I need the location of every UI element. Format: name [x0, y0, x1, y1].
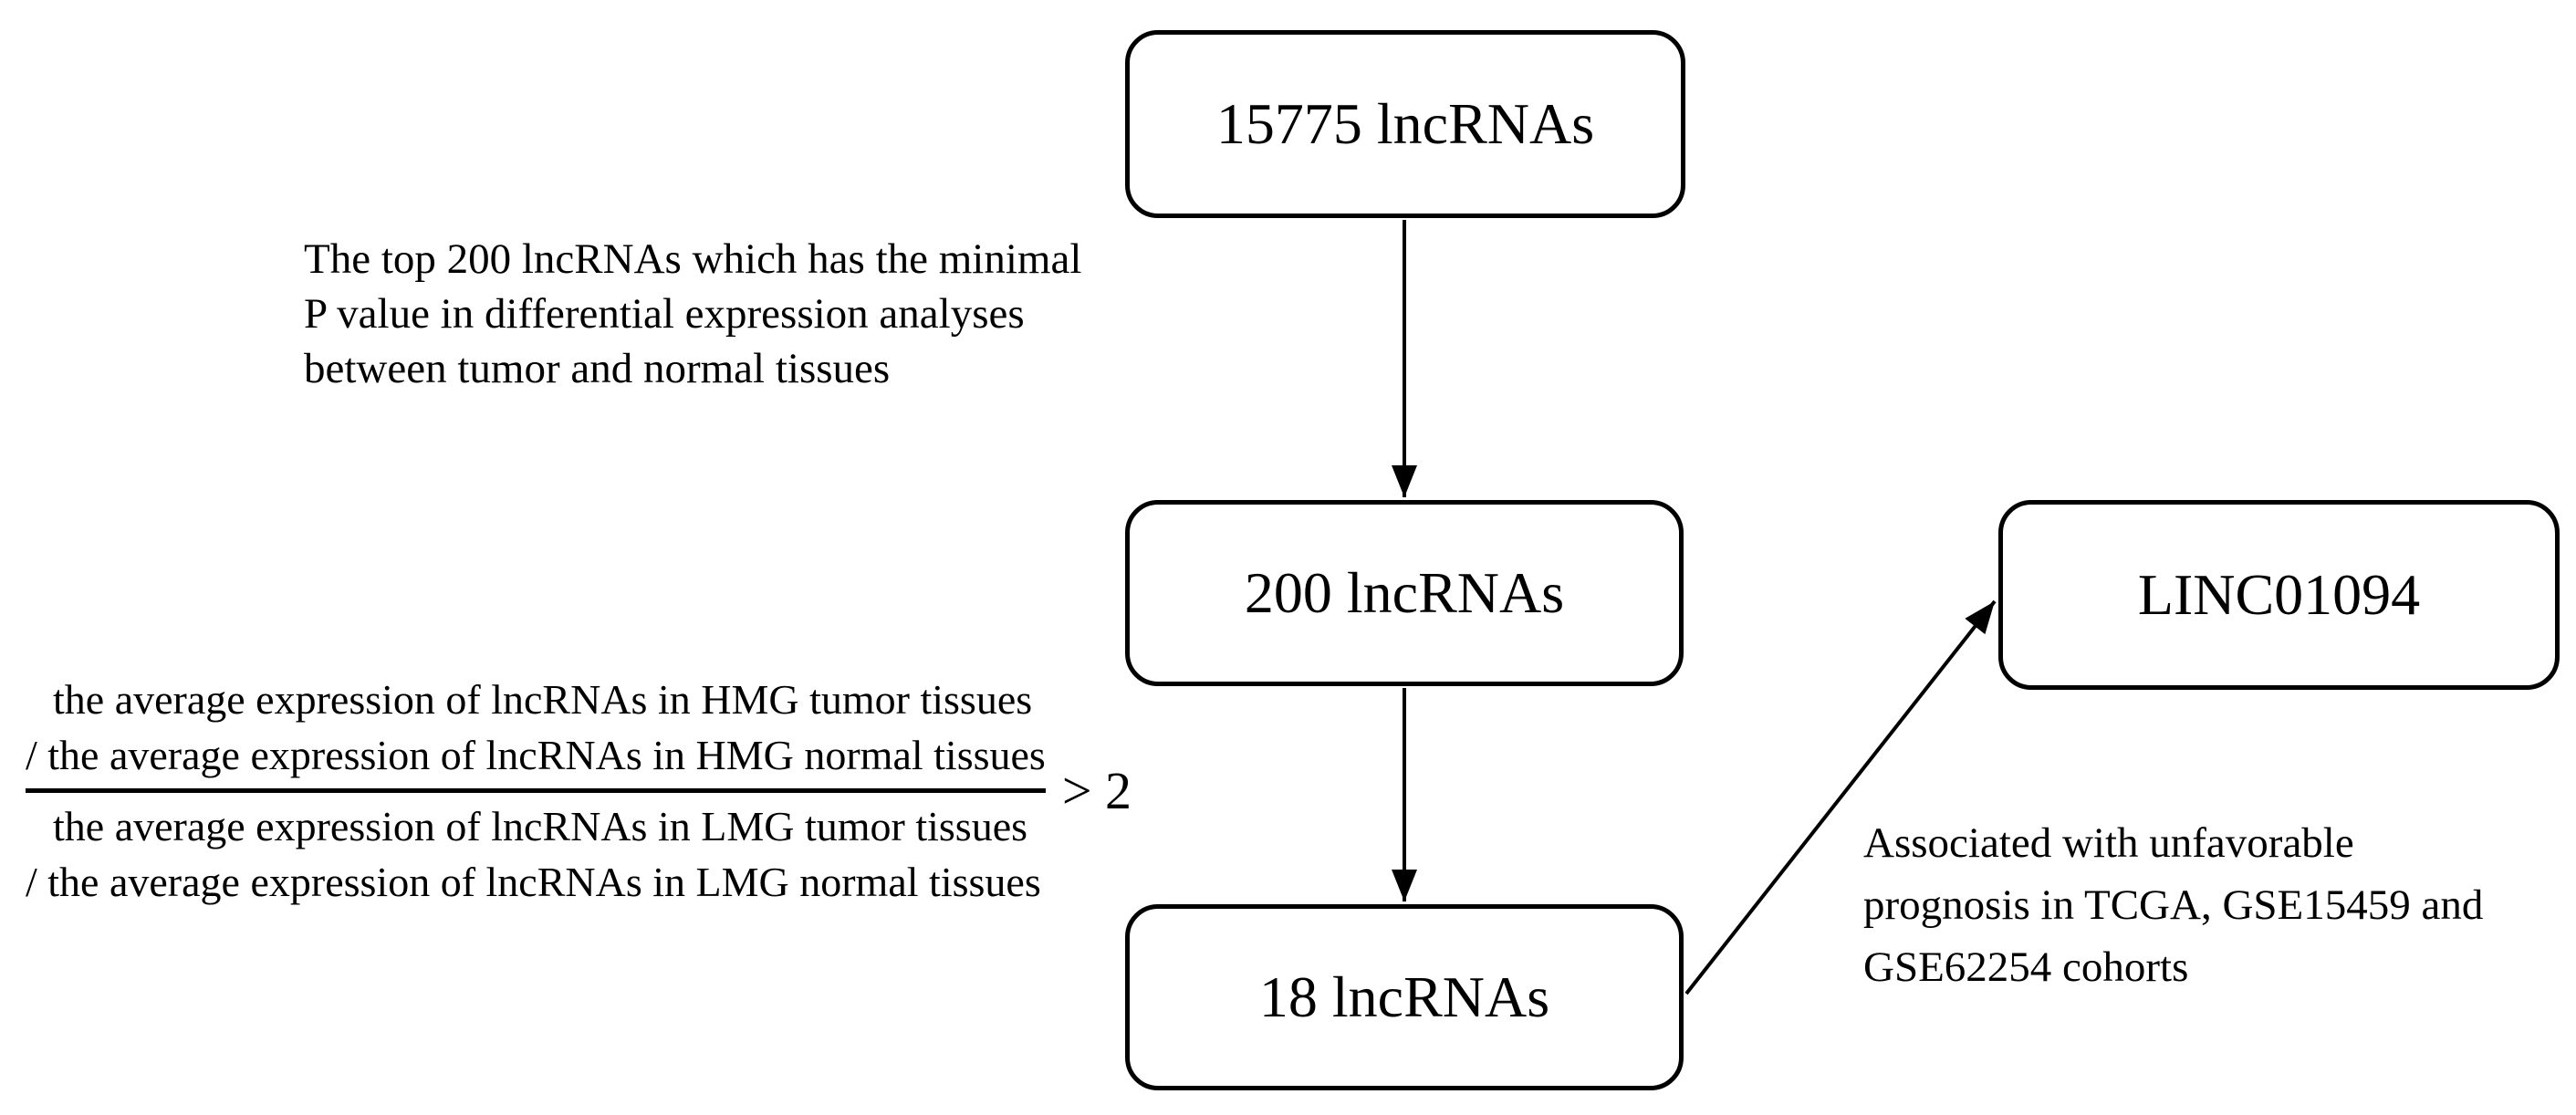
fraction-bar [26, 788, 1046, 793]
ratio-numerator-line-2: / the average expression of lncRNAs in H… [26, 732, 1046, 778]
top-filter-line-1: The top 200 lncRNAs which has the minima… [304, 235, 1082, 283]
node-15775-label: 15775 lncRNAs [1215, 91, 1595, 156]
ratio-numerator-line-1: the average expression of lncRNAs in HMG… [53, 676, 1033, 723]
ratio-fraction: the average expression of lncRNAs in HMG… [26, 672, 1046, 910]
prognosis-line-1: Associated with unfavorable [1863, 819, 2354, 867]
node-15775-lncrnas: 15775 lncRNAs [1125, 30, 1685, 218]
ratio-denominator-line-2: / the average expression of lncRNAs in L… [26, 859, 1041, 905]
top-filter-line-2: P value in differential expression analy… [304, 290, 1025, 338]
ratio-denominator-line-1: the average expression of lncRNAs in LMG… [53, 803, 1028, 849]
annotation-top-filter: The top 200 lncRNAs which has the minima… [304, 232, 1081, 396]
node-200-lncrnas: 200 lncRNAs [1125, 500, 1684, 686]
ratio-denominator: the average expression of lncRNAs in LMG… [26, 793, 1046, 910]
node-18-lncrnas: 18 lncRNAs [1125, 904, 1684, 1090]
ratio-numerator: the average expression of lncRNAs in HMG… [26, 672, 1046, 788]
ratio-comparator: > 2 [1061, 761, 1132, 820]
node-linc01094: LINC01094 [1998, 500, 2560, 690]
node-linc01094-label: LINC01094 [2137, 562, 2421, 627]
top-filter-line-3: between tumor and normal tissues [304, 345, 891, 392]
annotation-ratio-filter: the average expression of lncRNAs in HMG… [26, 672, 1132, 910]
prognosis-line-3: GSE62254 cohorts [1863, 943, 2189, 991]
annotation-prognosis: Associated with unfavorable prognosis in… [1863, 812, 2483, 998]
prognosis-line-2: prognosis in TCGA, GSE15459 and [1863, 881, 2484, 929]
node-18-label: 18 lncRNAs [1258, 964, 1550, 1029]
node-200-label: 200 lncRNAs [1244, 560, 1565, 625]
